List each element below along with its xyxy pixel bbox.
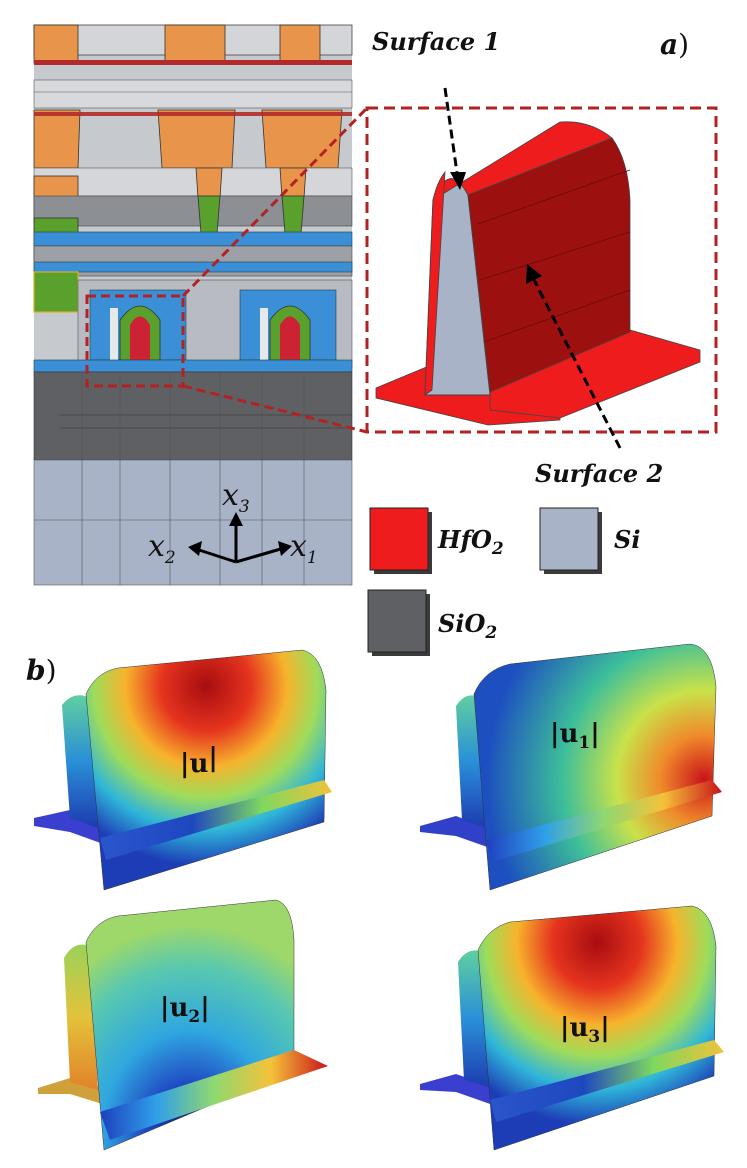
upper-metal-layers [33, 24, 353, 313]
zoom-line-top [181, 106, 369, 298]
map-u-label: |u| [180, 743, 218, 779]
map-u3-label: |u3| [560, 1013, 610, 1047]
legend-label-hfo2: HfO2 [437, 525, 504, 559]
legend-label-sio2: SiO2 [438, 609, 497, 643]
zoom-line-bottom [182, 384, 368, 434]
map-u2-label: |u2| [160, 993, 210, 1027]
surface1-arrow [443, 87, 460, 181]
map-u3-component: |u3| [420, 905, 724, 1151]
map-u-magnitude: |u| [34, 649, 332, 891]
legend-swatch-si [539, 507, 599, 571]
axis-label-x2: x2 [148, 529, 176, 568]
axis-label-x1: x1 [290, 529, 318, 568]
legend-label-si: Si [614, 525, 640, 554]
zoomed-fin-inset [365, 87, 718, 449]
surface2-arrow [530, 275, 622, 449]
panel-a-label: a) [660, 28, 689, 61]
axis-triad: x3 x1 x2 [148, 478, 318, 568]
si-substrate [33, 459, 353, 586]
legend-swatch-hfo2 [369, 507, 429, 571]
map-u2-component: |u2| [38, 899, 328, 1151]
material-legend: HfO2 Si SiO2 [367, 507, 640, 656]
surface2-label: Surface 2 [535, 459, 663, 488]
device-cross-section [33, 24, 369, 586]
axis-label-x3: x3 [222, 478, 250, 517]
legend-swatch-sio2 [367, 589, 427, 653]
surface1-label: Surface 1 [372, 27, 500, 56]
panel-b-label: b) [26, 654, 57, 687]
map-u1-component: |u1| [420, 643, 722, 891]
map-u1-label: |u1| [550, 719, 600, 753]
fin-region [33, 279, 353, 373]
hfo2-left-wall [424, 170, 446, 396]
zoom-source-box [85, 294, 185, 388]
